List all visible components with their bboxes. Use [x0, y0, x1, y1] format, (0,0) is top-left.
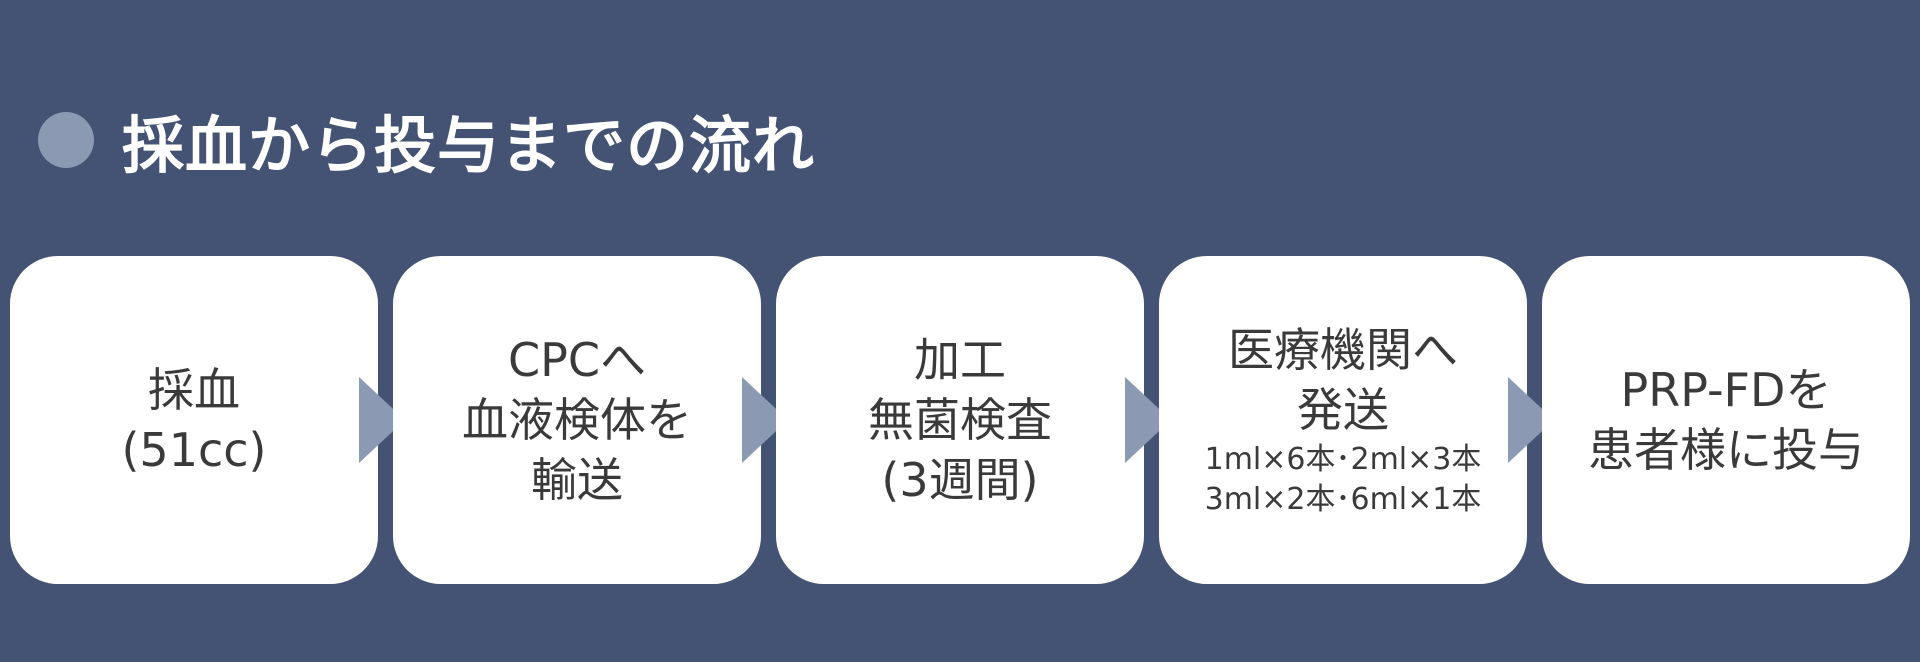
step-label: CPCへ — [508, 333, 646, 387]
step-label: 加工 — [914, 333, 1006, 387]
step-box-transport: CPCへ 血液検体を 輸送 — [393, 256, 761, 584]
step-label: 輸送 — [531, 453, 623, 507]
bullet-circle-icon — [38, 112, 94, 168]
step-label: 医療機関へ — [1228, 323, 1458, 377]
step-label: 血液検体を — [462, 393, 692, 447]
step-label: PRP-FDを — [1620, 363, 1832, 417]
step-box-processing: 加工 無菌検査 (3週間) — [776, 256, 1144, 584]
step-label: (3週間) — [881, 453, 1039, 507]
step-label: 無菌検査 — [868, 393, 1052, 447]
step-detail: 1ml×6本･2ml×3本 — [1204, 442, 1482, 477]
section-title: 採血から投与までの流れ — [122, 109, 816, 182]
step-box-administration: PRP-FDを 患者様に投与 — [1542, 256, 1910, 584]
step-box-shipping: 医療機関へ 発送 1ml×6本･2ml×3本 3ml×2本･6ml×1本 — [1159, 256, 1527, 584]
step-label: 発送 — [1297, 383, 1389, 437]
section-heading: 採血から投与までの流れ — [38, 100, 815, 182]
step-label: 患者様に投与 — [1588, 423, 1864, 477]
step-label: (51cc) — [121, 423, 267, 477]
step-label: 採血 — [148, 363, 240, 417]
step-detail: 3ml×2本･6ml×1本 — [1204, 482, 1482, 517]
step-box-blood-draw: 採血 (51cc) — [10, 256, 378, 584]
